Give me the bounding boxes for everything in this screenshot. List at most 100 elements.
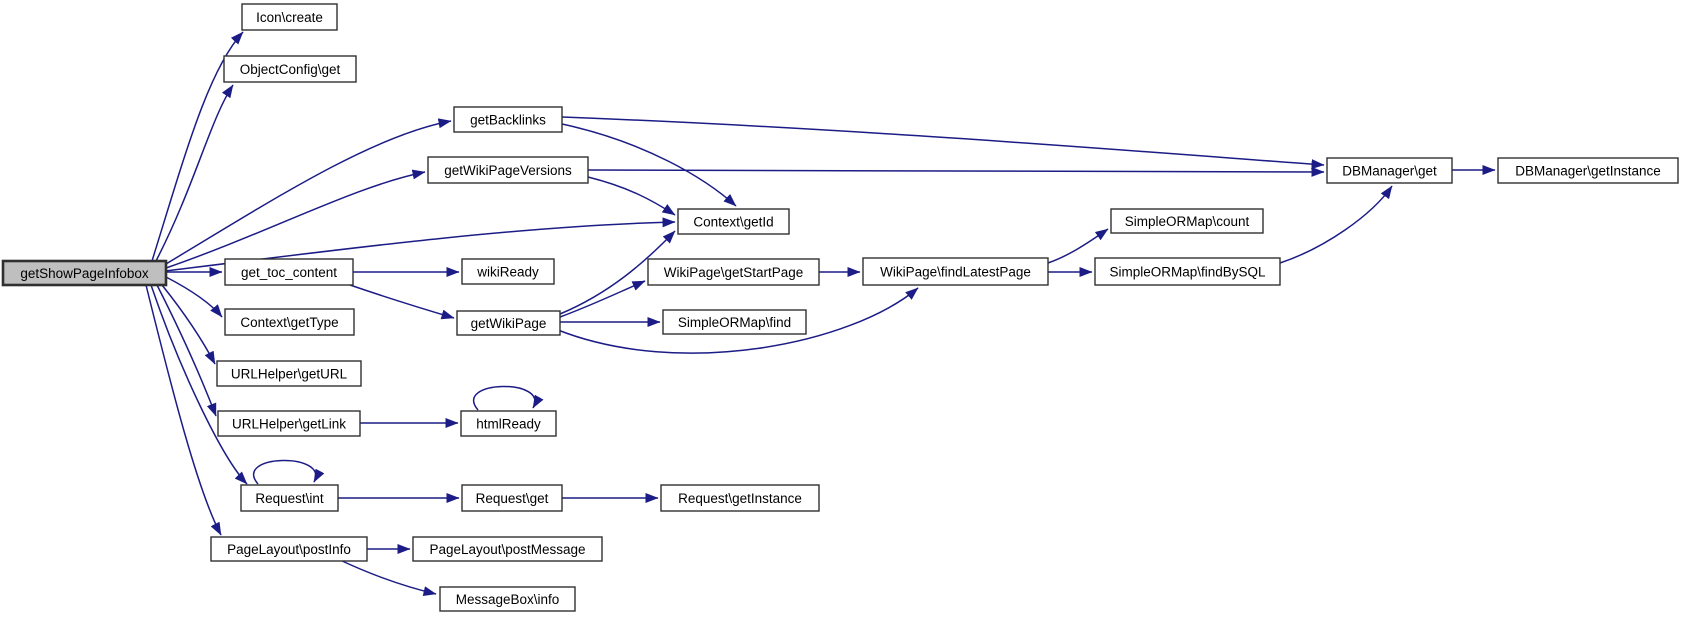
node-urlhelper_getlink[interactable]: URLHelper\getLink	[217, 410, 361, 437]
node-label-get_toc_content: get_toc_content	[241, 265, 337, 280]
node-box-wikipage_getstartpage[interactable]	[647, 258, 820, 286]
node-label-context_getid: Context\getId	[693, 214, 773, 229]
edge-getwikipageversions-to-context_getid	[587, 176, 676, 216]
node-box-urlhelper_getlink[interactable]	[217, 410, 361, 437]
node-box-simpleormap_findbysql[interactable]	[1094, 257, 1281, 286]
node-box-context_gettype[interactable]	[224, 308, 355, 336]
node-box-context_getid[interactable]	[677, 208, 790, 235]
edge-getwikipage-to-wikipage_findlatestpage	[557, 287, 919, 354]
edge-simpleormap_findbysql-to-dbmanager_get	[1279, 185, 1393, 264]
node-box-urlhelper_geturl[interactable]	[216, 360, 362, 387]
node-label-objectconfig_get: ObjectConfig\get	[240, 62, 341, 77]
edge-getshowpageinfobox-to-getbacklinks	[165, 118, 452, 265]
node-wikipage_findlatestpage[interactable]: WikiPage\findLatestPage	[862, 257, 1049, 286]
edge-wikipage_findlatestpage-to-simpleormap_count	[1047, 228, 1109, 264]
node-label-dbmanager_get: DBManager\get	[1342, 163, 1437, 178]
node-getwikipage[interactable]: getWikiPage	[456, 310, 561, 336]
node-request_get[interactable]: Request\get	[461, 484, 563, 512]
node-box-simpleormap_find[interactable]	[662, 309, 807, 335]
node-label-messagebox_info: MessageBox\info	[456, 592, 560, 607]
node-box-dbmanager_getinstance[interactable]	[1497, 157, 1679, 184]
node-box-getwikipage[interactable]	[456, 310, 561, 336]
node-pagelayout_postinfo[interactable]: PageLayout\postInfo	[210, 536, 368, 562]
node-box-get_toc_content[interactable]	[224, 258, 354, 286]
edge-getshowpageinfobox-to-icon_create	[151, 31, 244, 262]
node-label-getwikipage: getWikiPage	[471, 316, 547, 331]
edge-getwikipage-to-context_getid	[559, 230, 676, 315]
node-htmlready[interactable]: htmlReady	[460, 410, 557, 437]
node-getshowpageinfobox: getShowPageInfobox	[1, 259, 168, 287]
node-request_getinstance[interactable]: Request\getInstance	[660, 484, 820, 512]
node-context_getid[interactable]: Context\getId	[677, 208, 790, 235]
node-label-pagelayout_postinfo: PageLayout\postInfo	[227, 542, 351, 557]
node-label-icon_create: Icon\create	[256, 10, 323, 25]
node-label-urlhelper_geturl: URLHelper\getURL	[231, 366, 348, 381]
node-simpleormap_findbysql[interactable]: SimpleORMap\findBySQL	[1094, 257, 1281, 286]
edge-getshowpageinfobox-to-context_gettype	[165, 276, 223, 318]
node-box-getbacklinks[interactable]	[453, 106, 563, 133]
node-urlhelper_geturl[interactable]: URLHelper\getURL	[216, 360, 362, 387]
node-label-getwikipageversions: getWikiPageVersions	[444, 163, 572, 178]
node-getwikipageversions[interactable]: getWikiPageVersions	[427, 156, 589, 184]
node-dbmanager_get[interactable]: DBManager\get	[1326, 157, 1453, 184]
edge-getwikipageversions-to-dbmanager_get	[587, 166, 1325, 177]
node-request_int[interactable]: Request\int	[240, 484, 339, 512]
edge-getshowpageinfobox-to-request_int	[150, 284, 248, 485]
edge-pagelayout_postinfo-to-messagebox_info	[339, 559, 437, 597]
node-label-simpleormap_find: SimpleORMap\find	[678, 315, 791, 330]
edge-getwikipage-to-wikipage_getstartpage	[559, 280, 646, 318]
node-get_toc_content[interactable]: get_toc_content	[224, 258, 354, 286]
node-label-getshowpageinfobox: getShowPageInfobox	[20, 266, 149, 281]
node-box-objectconfig_get[interactable]	[223, 55, 357, 83]
node-box-icon_create[interactable]	[241, 3, 338, 31]
node-label-urlhelper_getlink: URLHelper\getLink	[232, 416, 346, 431]
node-simpleormap_find[interactable]: SimpleORMap\find	[662, 309, 807, 335]
node-messagebox_info[interactable]: MessageBox\info	[439, 586, 576, 612]
node-box-getwikipageversions[interactable]	[427, 156, 589, 184]
node-label-request_get: Request\get	[476, 491, 549, 506]
node-box-wikipage_findlatestpage[interactable]	[862, 257, 1049, 286]
edge-getshowpageinfobox-to-objectconfig_get	[155, 84, 234, 262]
node-simpleormap_count[interactable]: SimpleORMap\count	[1110, 208, 1264, 234]
node-box-request_getinstance[interactable]	[660, 484, 820, 512]
node-box-pagelayout_postmessage[interactable]	[412, 536, 603, 562]
edge-getbacklinks-to-context_getid	[561, 123, 737, 207]
node-label-wikipage_getstartpage: WikiPage\getStartPage	[664, 265, 804, 280]
node-label-wikipage_findlatestpage: WikiPage\findLatestPage	[880, 264, 1031, 279]
node-box-pagelayout_postinfo[interactable]	[210, 536, 368, 562]
node-icon_create[interactable]: Icon\create	[241, 3, 338, 31]
node-wikipage_getstartpage[interactable]: WikiPage\getStartPage	[647, 258, 820, 286]
node-objectconfig_get[interactable]: ObjectConfig\get	[223, 55, 357, 83]
node-dbmanager_getinstance[interactable]: DBManager\getInstance	[1497, 157, 1679, 184]
node-wikiready[interactable]: wikiReady	[461, 258, 555, 285]
node-box-request_int[interactable]	[240, 484, 339, 512]
node-label-context_gettype: Context\getType	[240, 315, 338, 330]
edge-request_int-to-request_int	[253, 459, 325, 485]
node-getbacklinks[interactable]: getBacklinks	[453, 106, 563, 133]
edge-htmlready-to-htmlready	[473, 385, 544, 411]
node-box-htmlready[interactable]	[460, 410, 557, 437]
node-label-dbmanager_getinstance: DBManager\getInstance	[1515, 163, 1661, 178]
node-label-getbacklinks: getBacklinks	[470, 112, 546, 127]
node-box-request_get[interactable]	[461, 484, 563, 512]
node-box-wikiready[interactable]	[461, 258, 555, 285]
node-box-messagebox_info[interactable]	[439, 586, 576, 612]
edge-getshowpageinfobox-to-pagelayout_postinfo	[145, 284, 222, 536]
node-label-simpleormap_findbysql: SimpleORMap\findBySQL	[1109, 264, 1266, 279]
node-label-wikiready: wikiReady	[476, 264, 539, 279]
node-box-getshowpageinfobox	[1, 259, 168, 287]
node-label-pagelayout_postmessage: PageLayout\postMessage	[429, 542, 585, 557]
node-box-simpleormap_count[interactable]	[1110, 208, 1264, 234]
node-context_gettype[interactable]: Context\getType	[224, 308, 355, 336]
edge-getbacklinks-to-dbmanager_get	[561, 116, 1325, 170]
edge-get_toc_content-to-getwikipage	[349, 284, 455, 320]
edge-getshowpageinfobox-to-urlhelper_getlink	[156, 284, 217, 417]
node-label-htmlready: htmlReady	[476, 416, 541, 431]
node-box-dbmanager_get[interactable]	[1326, 157, 1453, 184]
edge-getshowpageinfobox-to-urlhelper_geturl	[161, 284, 216, 365]
edge-getshowpageinfobox-to-getwikipageversions	[165, 169, 426, 269]
node-pagelayout_postmessage[interactable]: PageLayout\postMessage	[412, 536, 603, 562]
node-label-request_int: Request\int	[255, 491, 324, 506]
